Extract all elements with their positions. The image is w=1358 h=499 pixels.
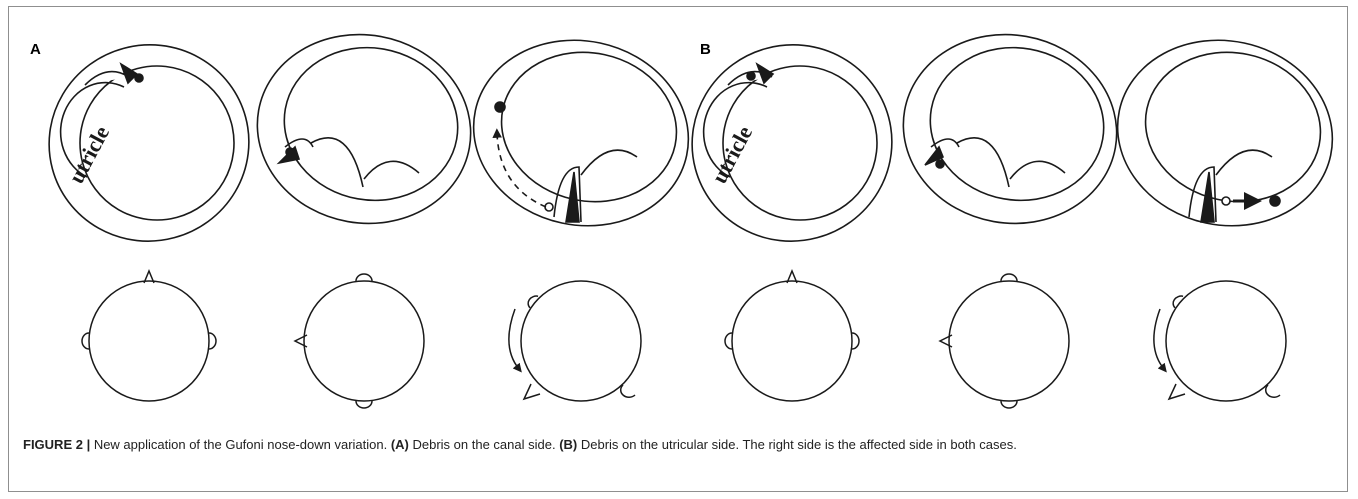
caption-a-ref: (A) <box>391 437 409 452</box>
head-diagram-a1 <box>82 271 216 401</box>
head-diagram-b2 <box>940 274 1069 408</box>
caption-a-text: Debris on the canal side. <box>409 437 559 452</box>
panel-b-label: B <box>700 41 711 58</box>
canal-diagram-b3 <box>1100 21 1349 246</box>
figure-illustration: A B utricle <box>9 7 1349 419</box>
head-diagram-a2 <box>295 274 424 408</box>
diagram-svg: utricle <box>9 7 1349 419</box>
figure-frame: A B utricle <box>8 6 1348 492</box>
canal-diagram-b2 <box>888 18 1131 240</box>
head-diagram-b1 <box>725 271 859 401</box>
caption-intro: New application of the Gufoni nose-down … <box>90 437 391 452</box>
caption-figure-id: FIGURE 2 | <box>23 437 90 452</box>
utricle-label-a: utricle <box>63 121 114 187</box>
head-diagram-b3 <box>1154 281 1286 401</box>
canal-diagram-b1: utricle <box>670 22 914 263</box>
canal-diagram-a3 <box>456 21 706 246</box>
canal-diagram-a1: utricle <box>27 22 271 263</box>
caption-b-text: Debris on the utricular side. The right … <box>577 437 1017 452</box>
panel-a-label: A <box>30 41 41 58</box>
utricle-label-b: utricle <box>706 121 757 187</box>
head-diagram-a3 <box>509 281 641 401</box>
figure-caption: FIGURE 2 | New application of the Gufoni… <box>23 435 1333 454</box>
caption-b-ref: (B) <box>559 437 577 452</box>
canal-diagram-a2 <box>242 18 485 240</box>
